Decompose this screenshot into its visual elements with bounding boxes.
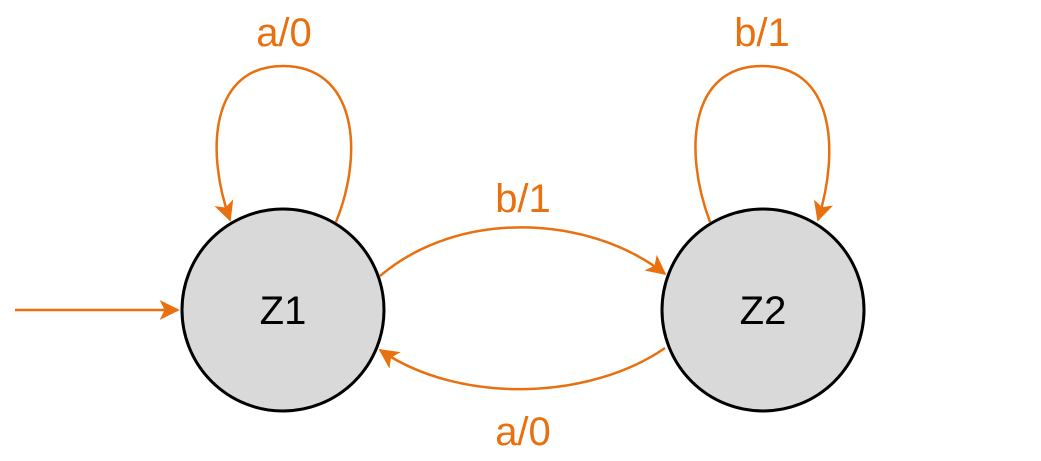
transition-z2-to-z1 bbox=[378, 346, 666, 391]
transition-label-z2-z1: a/0 bbox=[495, 410, 551, 454]
transition-label-z1-self: a/0 bbox=[256, 11, 312, 55]
transition-z1-self-loop bbox=[214, 64, 353, 223]
state-label-z2: Z2 bbox=[740, 289, 787, 333]
state-z2: Z2 bbox=[660, 207, 866, 413]
transition-label-z1-z2: b/1 bbox=[495, 177, 551, 221]
transition-z1-to-z2 bbox=[379, 226, 667, 277]
transition-label-z2-self: b/1 bbox=[734, 11, 790, 55]
state-label-z1: Z1 bbox=[260, 289, 307, 333]
transition-z2-self-loop bbox=[694, 64, 834, 223]
state-z1: Z1 bbox=[180, 207, 386, 413]
